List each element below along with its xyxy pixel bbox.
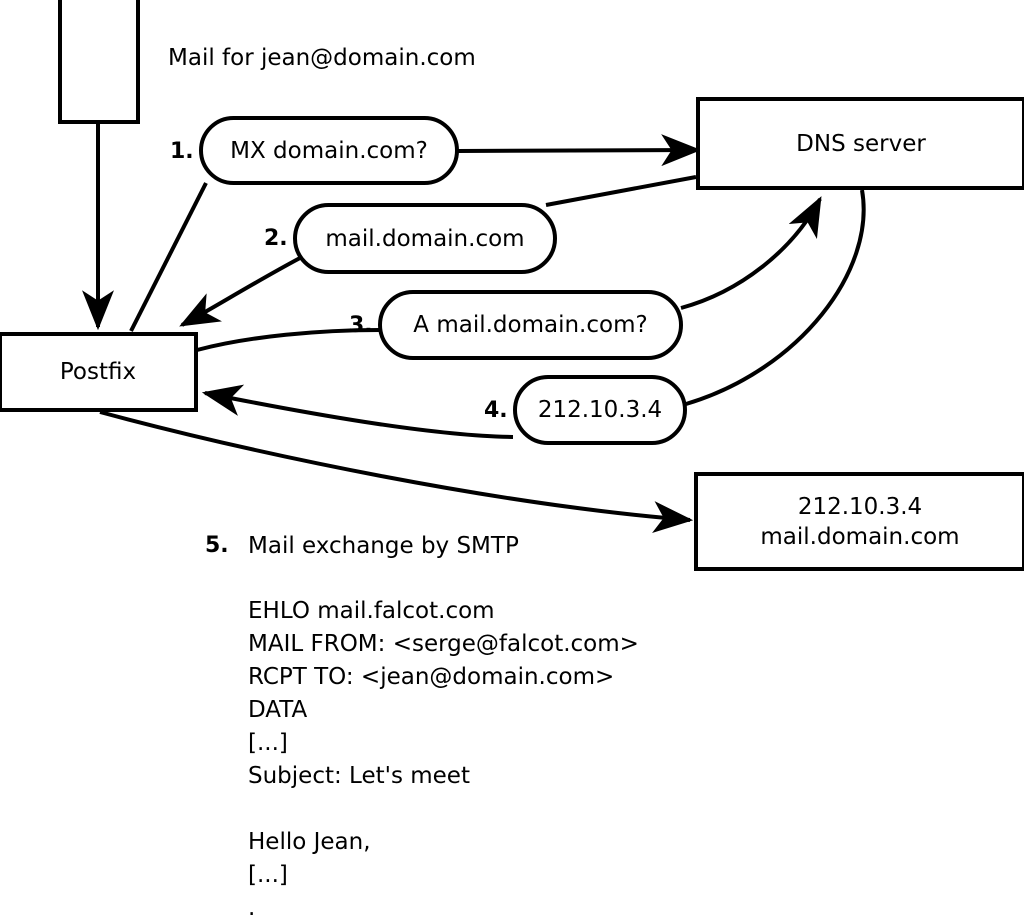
step-1-number: 1. (170, 139, 194, 164)
mail-server-hostname: mail.domain.com (760, 523, 960, 550)
step-4-bubble: 212.10.3.4 (513, 375, 687, 445)
step-2-bubble: mail.domain.com (293, 203, 557, 274)
step-5-label: Mail exchange by SMTP (248, 533, 519, 559)
dns-server-box: DNS server (696, 97, 1024, 190)
mail-server-ip: 212.10.3.4 (797, 493, 923, 520)
postfix-box: Postfix (0, 332, 198, 412)
step-5-number: 5. (205, 533, 229, 558)
transcript-line: . (248, 895, 256, 919)
transcript-line: EHLO mail.falcot.com (248, 598, 495, 624)
mail-for-label: Mail for jean@domain.com (168, 45, 476, 71)
connector-postfix-to-step1 (129, 182, 208, 332)
mail-server-box: 212.10.3.4 mail.domain.com (694, 472, 1024, 571)
connector-dns-to-step4 (685, 189, 866, 406)
transcript-blank-line (248, 793, 639, 826)
step-1-bubble: MX domain.com? (199, 116, 459, 185)
transcript-line: DATA (248, 697, 308, 723)
transcript-line: Subject: Let's meet (248, 763, 470, 789)
transcript-line: RCPT TO: <jean@domain.com> (248, 664, 615, 690)
step-4-number: 4. (484, 398, 508, 423)
arrow-step4-to-postfix (201, 384, 514, 439)
step-2-number: 2. (264, 226, 288, 251)
connector-postfix-to-step3 (196, 328, 381, 352)
transcript-line: [...] (248, 862, 288, 888)
transcript-line: MAIL FROM: <serge@falcot.com> (248, 631, 639, 657)
postfix-label: Postfix (59, 359, 137, 385)
arrow-postfix-to-mailserver (99, 410, 694, 534)
client-box (58, 0, 140, 124)
arrow-step1-to-dns (457, 134, 702, 167)
transcript-line: [...] (248, 730, 288, 756)
connector-dns-to-step2 (545, 175, 697, 207)
step-3-bubble: A mail.domain.com? (378, 290, 683, 360)
transcript-line: Hello Jean, (248, 829, 371, 855)
arrow-step3-to-dns (680, 196, 822, 310)
arrow-step2-to-postfix (179, 256, 301, 327)
step-3-number: 3. (349, 313, 373, 338)
dns-server-label: DNS server (796, 130, 926, 157)
